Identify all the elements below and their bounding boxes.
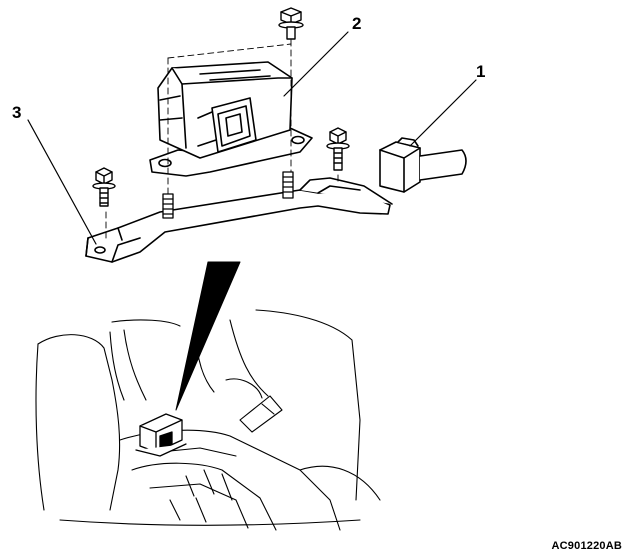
bracket-stud-right — [282, 171, 294, 199]
mounting-bracket — [85, 177, 393, 263]
harness-connector — [379, 137, 467, 193]
location-pointer — [175, 261, 241, 411]
guide-lines — [105, 39, 339, 239]
bolt-left — [92, 167, 116, 207]
sensor-in-vehicle — [135, 413, 187, 457]
callout-1: 1 — [476, 62, 486, 81]
top-bolt — [278, 7, 304, 40]
callout-2: 2 — [352, 14, 362, 33]
bolt-right — [326, 127, 350, 171]
bracket-stud-left — [162, 193, 174, 219]
sensor-module — [149, 61, 313, 177]
leader-lines — [27, 31, 477, 245]
vehicle-interior-view — [35, 309, 381, 531]
callout-3: 3 — [12, 103, 22, 122]
figure-code: AC901220AB — [551, 540, 622, 552]
